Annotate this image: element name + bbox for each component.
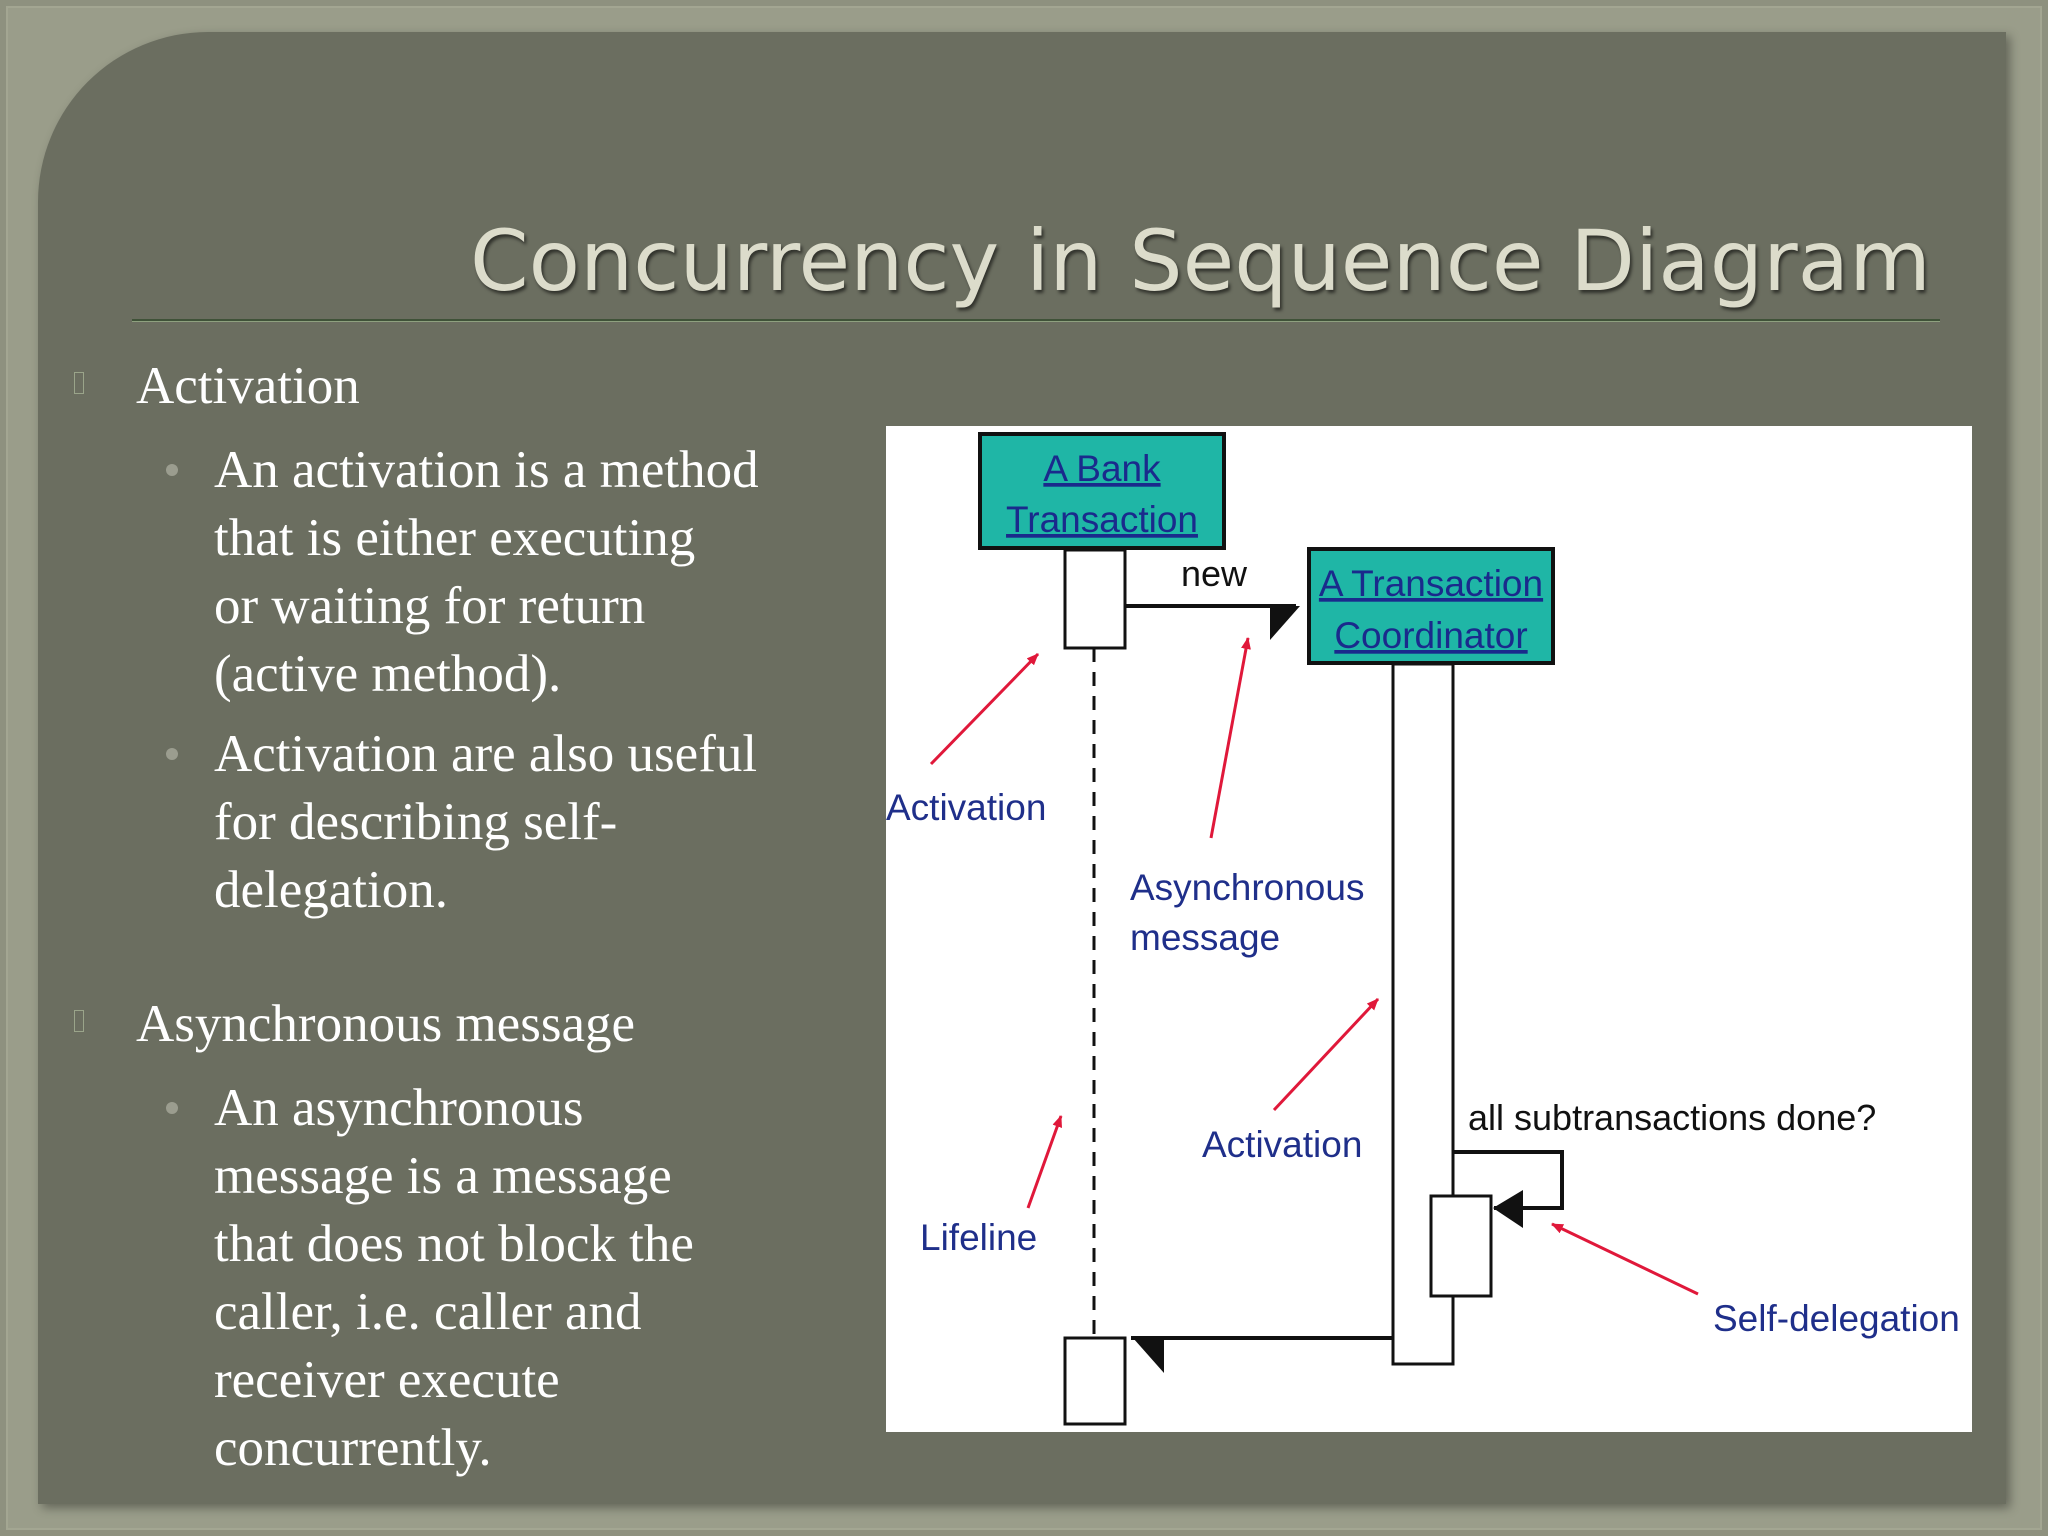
self-message-arrow — [1453, 1150, 1564, 1210]
bullet-async-definition: An asynchronous message is a message tha… — [214, 1074, 694, 1482]
bullet-line: An activation is a method — [214, 441, 759, 499]
activation-bar — [1063, 1336, 1127, 1426]
bullet-line: An asynchronous — [214, 1079, 584, 1137]
annotation-label-async: message — [1130, 917, 1280, 958]
bullet-dot-icon — [166, 464, 178, 476]
title-divider-highlight — [132, 321, 1940, 322]
object-label: A Transaction — [1319, 563, 1543, 604]
sequence-diagram: A Bank Transaction A Transaction Coordin… — [886, 432, 1960, 1426]
bullet-line: message is a message — [214, 1147, 672, 1205]
section-heading-activation: Activation — [136, 357, 360, 415]
self-message-label: all subtransactions done? — [1468, 1097, 1876, 1138]
annotation-label-activation: Activation — [1202, 1124, 1362, 1165]
annotation-label-activation: Activation — [886, 787, 1046, 828]
annotation-arrow — [1026, 1115, 1063, 1209]
object-label: Coordinator — [1334, 615, 1527, 656]
object-box-bank-transaction — [978, 432, 1226, 550]
async-arrowhead-icon — [1270, 606, 1300, 640]
async-arrowhead-icon — [1493, 1190, 1523, 1228]
bullet-line: receiver execute — [214, 1351, 560, 1409]
object-label: A Bank — [1043, 448, 1161, 489]
section-heading-async: Asynchronous message — [136, 995, 635, 1053]
annotation-label-self-delegation: Self-delegation — [1713, 1298, 1960, 1339]
bullet-line: that is either executing — [214, 509, 696, 567]
title-divider — [132, 319, 1940, 321]
object-box-transaction-coordinator — [1307, 547, 1555, 665]
bullet-dot-icon — [166, 748, 178, 760]
annotation-arrow — [929, 652, 1040, 766]
bullet-line: for describing self- — [214, 793, 618, 851]
message-label-new: new — [1181, 553, 1248, 594]
sequence-diagram-image: A Bank Transaction A Transaction Coordin… — [886, 426, 1972, 1432]
section-bullet-icon — [74, 1010, 84, 1032]
bullet-line: (active method). — [214, 645, 562, 703]
annotation-arrow — [1209, 637, 1251, 839]
annotation-label-async: Asynchronous — [1130, 867, 1364, 908]
activation-bar — [1429, 1194, 1493, 1298]
bullet-line: delegation. — [214, 861, 448, 919]
bullet-line: concurrently. — [214, 1419, 492, 1477]
activation-bar — [1063, 548, 1127, 650]
slide-title: Concurrency in Sequence Diagram — [470, 212, 1931, 310]
section-bullet-icon — [74, 372, 84, 394]
annotation-arrow — [1551, 1222, 1699, 1296]
bullet-line: Activation are also useful — [214, 725, 758, 783]
object-label: Transaction — [1006, 499, 1198, 540]
bullet-activation-definition: An activation is a method that is either… — [214, 436, 759, 708]
bullet-line: or waiting for return — [214, 577, 646, 635]
bullet-activation-usefulness: Activation are also useful for describin… — [214, 720, 757, 924]
async-arrowhead-icon — [1133, 1338, 1164, 1373]
bullet-line: that does not block the — [214, 1215, 694, 1273]
bullet-line: caller, i.e. caller and — [214, 1283, 642, 1341]
bullet-dot-icon — [166, 1102, 178, 1114]
annotation-label-lifeline: Lifeline — [920, 1217, 1037, 1258]
annotation-arrow — [1272, 997, 1380, 1112]
